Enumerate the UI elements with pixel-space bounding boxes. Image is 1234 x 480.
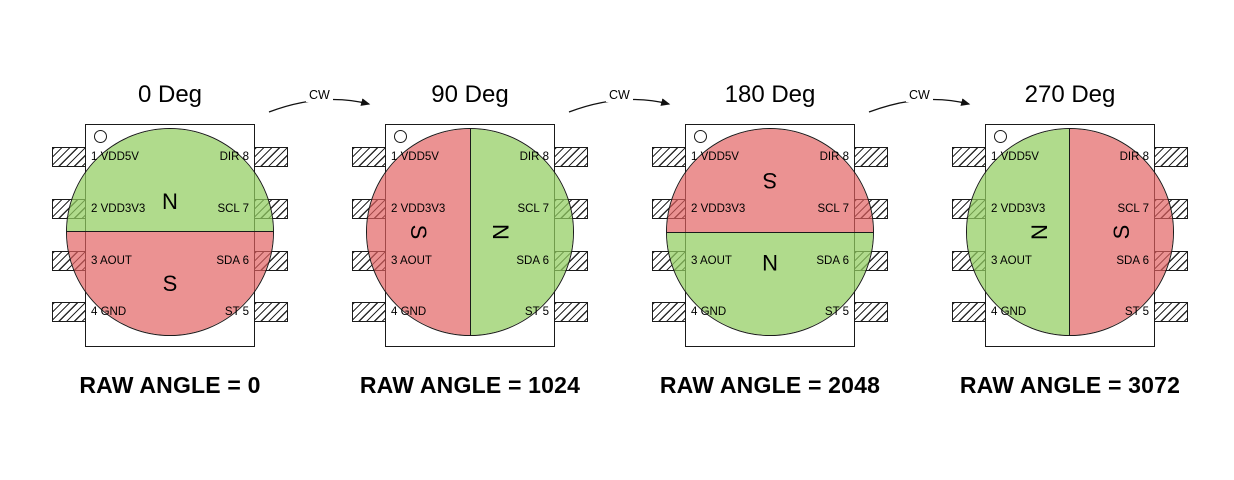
chips-row: 0 Deg N S 1 VDD5V 2 VDD3V3 3 AOUT xyxy=(20,0,1220,399)
rotation-title: 180 Deg xyxy=(724,81,816,108)
pin-label-vdd3v3: 2 VDD3V3 xyxy=(991,203,1046,215)
pin-1 xyxy=(352,147,386,167)
pin-8 xyxy=(254,147,288,167)
position-module-0deg: 0 Deg N S 1 VDD5V 2 VDD3V3 3 AOUT xyxy=(20,80,320,399)
chip-diagram: N S 1 VDD5V 2 VDD3V3 3 AOUT 4 GND DIR 8 … xyxy=(20,124,320,352)
cw-rotation-arrow: CW xyxy=(265,88,380,120)
pin-label-sda: SDA 6 xyxy=(1116,255,1149,267)
cw-label: CW xyxy=(906,88,933,102)
south-pole-label: S xyxy=(162,270,178,296)
pin-label-st: ST 5 xyxy=(1124,306,1149,318)
rotation-title: 90 Deg xyxy=(431,81,509,108)
cw-label: CW xyxy=(606,88,633,102)
pin-label-gnd: 4 GND xyxy=(691,306,727,318)
south-pole-label: S xyxy=(762,168,778,194)
pin-label-sda: SDA 6 xyxy=(216,255,249,267)
position-module-90deg: 90 Deg N S 1 VDD5V 2 VDD3V3 3 AOUT xyxy=(320,80,620,399)
north-pole-label: N xyxy=(1027,224,1052,240)
pin-1 xyxy=(952,147,986,167)
cw-rotation-arrow: CW xyxy=(565,88,680,120)
pin-4 xyxy=(352,302,386,322)
pin-8 xyxy=(1154,147,1188,167)
pin-4 xyxy=(952,302,986,322)
raw-angle-label: RAW ANGLE = 1024 xyxy=(359,372,581,398)
pin-label-st: ST 5 xyxy=(824,306,849,318)
pin-label-dir: DIR 8 xyxy=(1119,151,1149,163)
pin-label-st: ST 5 xyxy=(524,306,549,318)
pin1-indicator-icon xyxy=(994,130,1007,143)
pin-label-gnd: 4 GND xyxy=(991,306,1027,318)
pin1-indicator-icon xyxy=(694,130,707,143)
pin-label-vdd3v3: 2 VDD3V3 xyxy=(391,203,446,215)
pin-5 xyxy=(254,302,288,322)
pin-label-gnd: 4 GND xyxy=(91,306,127,318)
pin-label-scl: SCL 7 xyxy=(217,203,249,215)
cw-label: CW xyxy=(306,88,333,102)
pin-5 xyxy=(854,302,888,322)
pin-label-aout: 3 AOUT xyxy=(91,255,132,267)
rotation-title: 270 Deg xyxy=(1024,81,1116,108)
pin-4 xyxy=(652,302,686,322)
pin-label-sda: SDA 6 xyxy=(516,255,549,267)
chip-diagram: N S 1 VDD5V 2 VDD3V3 3 AOUT 4 GND DIR 8 … xyxy=(620,124,920,352)
position-module-270deg: 270 Deg N S 1 VDD5V 2 VDD3V3 3 AOUT xyxy=(920,80,1220,399)
pin-label-aout: 3 AOUT xyxy=(691,255,732,267)
pin-label-dir: DIR 8 xyxy=(219,151,249,163)
pin1-indicator-icon xyxy=(394,130,407,143)
pin-label-dir: DIR 8 xyxy=(819,151,849,163)
chip-diagram: N S 1 VDD5V 2 VDD3V3 3 AOUT 4 GND DIR 8 … xyxy=(320,124,620,352)
north-pole-label: N xyxy=(762,250,778,275)
raw-angle-label: RAW ANGLE = 3072 xyxy=(959,372,1181,398)
pin-5 xyxy=(554,302,588,322)
position-module-180deg: 180 Deg N S 1 VDD5V 2 VDD3V3 3 AOUT xyxy=(620,80,920,399)
pin-8 xyxy=(554,147,588,167)
raw-angle-label: RAW ANGLE = 2048 xyxy=(659,372,881,398)
pin-label-vdd3v3: 2 VDD3V3 xyxy=(691,203,746,215)
cw-rotation-arrow: CW xyxy=(865,88,980,120)
pin-label-aout: 3 AOUT xyxy=(991,255,1032,267)
north-pole-label: N xyxy=(488,224,513,240)
rotation-title: 0 Deg xyxy=(137,81,203,108)
pin-label-aout: 3 AOUT xyxy=(391,255,432,267)
south-pole-label: S xyxy=(1108,224,1134,240)
pin-label-gnd: 4 GND xyxy=(391,306,427,318)
north-pole-label: N xyxy=(162,189,178,214)
chip-diagram: N S 1 VDD5V 2 VDD3V3 3 AOUT 4 GND DIR 8 … xyxy=(920,124,1220,352)
pin-label-st: ST 5 xyxy=(224,306,249,318)
pin-label-vdd3v3: 2 VDD3V3 xyxy=(91,203,146,215)
pin-label-vdd5v: 1 VDD5V xyxy=(991,151,1039,163)
raw-angle-label: RAW ANGLE = 0 xyxy=(79,372,261,398)
pin-label-vdd5v: 1 VDD5V xyxy=(391,151,439,163)
pin-label-vdd5v: 1 VDD5V xyxy=(691,151,739,163)
pin-label-scl: SCL 7 xyxy=(1117,203,1149,215)
pin1-indicator-icon xyxy=(94,130,107,143)
pin-8 xyxy=(854,147,888,167)
pin-1 xyxy=(652,147,686,167)
pin-1 xyxy=(52,147,86,167)
pin-label-scl: SCL 7 xyxy=(517,203,549,215)
pin-label-sda: SDA 6 xyxy=(816,255,849,267)
pin-5 xyxy=(1154,302,1188,322)
pin-4 xyxy=(52,302,86,322)
pin-label-vdd5v: 1 VDD5V xyxy=(91,151,139,163)
south-pole-label: S xyxy=(406,224,432,240)
pin-label-dir: DIR 8 xyxy=(519,151,549,163)
pin-label-scl: SCL 7 xyxy=(817,203,849,215)
